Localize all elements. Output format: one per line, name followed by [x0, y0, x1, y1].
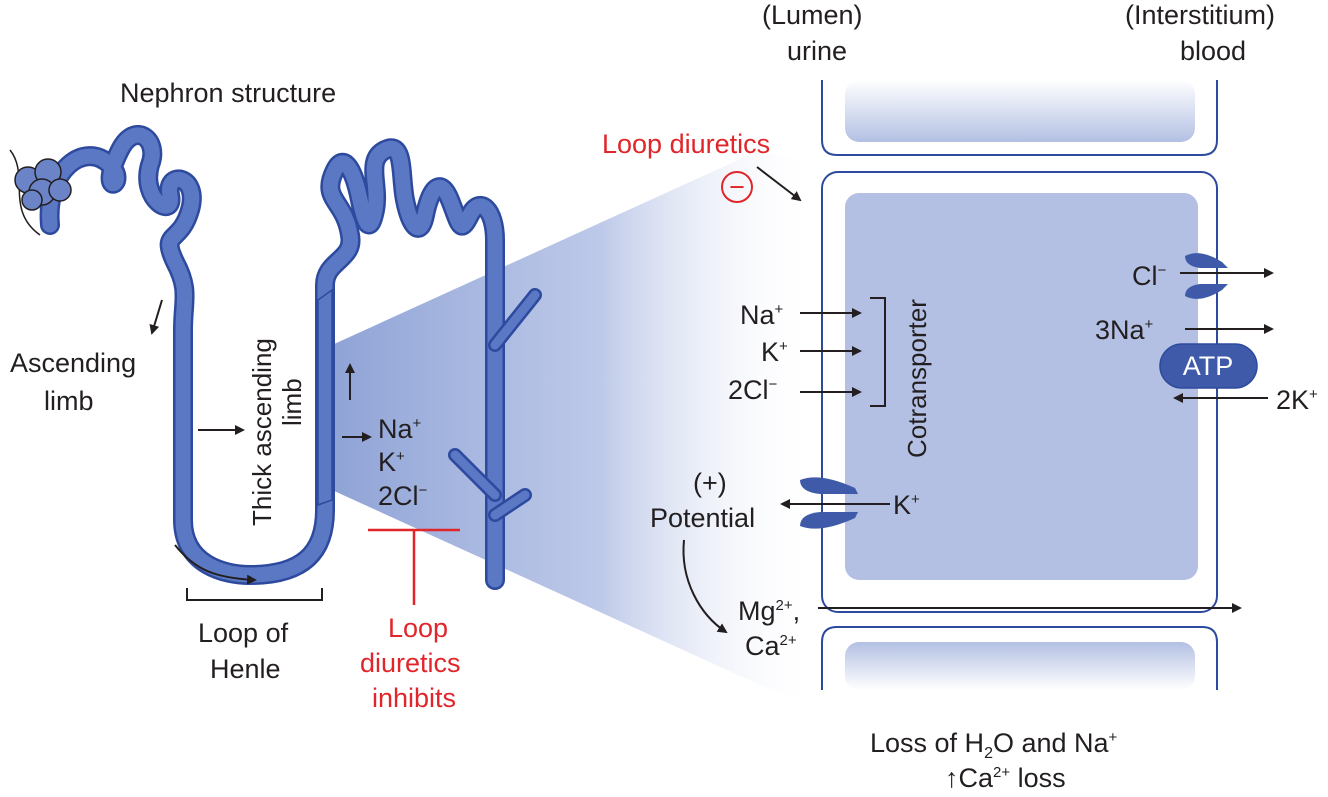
- na-pump-label: 3Na+: [1095, 315, 1154, 345]
- loop-of-henle-label-2: Henle: [210, 654, 281, 684]
- k-channel-label: K+: [893, 490, 920, 520]
- nephron-ion-k: K+: [378, 447, 405, 477]
- nephron-tubule-fill: [42, 127, 503, 588]
- svg-text:Thick ascending: Thick ascending: [247, 338, 277, 526]
- lumen-label-2: urine: [787, 36, 847, 66]
- k-channel-icon: [800, 477, 858, 529]
- lower-neighbor-cell: [821, 626, 1218, 690]
- upper-neighbor-cell: [821, 80, 1218, 156]
- potential-sign: (+): [693, 468, 727, 498]
- minus-sign: −: [729, 172, 745, 202]
- minus-circle-icon: [721, 171, 753, 203]
- loop-flow-arrow: [174, 544, 257, 585]
- inhibit-symbol: [368, 528, 460, 605]
- interstitium-label-2: blood: [1180, 36, 1246, 66]
- cotransport-cl: 2Cl−: [728, 375, 778, 405]
- ca-label: Ca2+: [745, 631, 797, 661]
- cotransport-k: K+: [761, 337, 788, 367]
- footer-line-2: ↑Ca2+ loss: [945, 763, 1066, 793]
- cotransporter-bracket: [870, 297, 886, 407]
- nephron-ion-na: Na+: [378, 414, 422, 444]
- cotransporter-label: Cotransporter: [902, 299, 932, 458]
- loop-bracket: [186, 588, 323, 601]
- mg-label: Mg2+,: [738, 596, 800, 626]
- inhibit-label-3: inhibits: [372, 683, 456, 713]
- nephron-ion-cl: 2Cl−: [378, 481, 428, 511]
- cl-channel-label: Cl−: [1132, 261, 1167, 291]
- ascending-limb-arrow: [149, 299, 163, 335]
- interstitium-label-1: (Interstitium): [1125, 0, 1275, 30]
- inhibit-label-2: diuretics: [360, 648, 461, 678]
- ascending-limb-label-2: limb: [44, 386, 94, 416]
- inhibit-label-1: Loop: [388, 613, 448, 643]
- thick-ascending-limb-label: Thick ascending limb: [247, 338, 307, 526]
- nephron: [9, 125, 542, 590]
- lumen-label-1: (Lumen): [762, 0, 863, 30]
- loop-diuretics-label: Loop diuretics: [602, 129, 770, 159]
- diuretic-target-arrow: [756, 166, 802, 202]
- cotransport-na: Na+: [740, 300, 784, 330]
- potential-drive-arrow: [682, 539, 728, 634]
- glomerulus: [9, 149, 72, 236]
- atp-pump: [1159, 343, 1258, 389]
- svg-text:limb: limb: [277, 378, 307, 426]
- atp-label: ATP: [1183, 351, 1234, 381]
- cl-channel-icon: [1185, 253, 1228, 299]
- k-pump-label: 2K+: [1276, 385, 1318, 415]
- ascending-limb-label-1: Ascending: [10, 348, 136, 378]
- loop-of-henle-label-1: Loop of: [198, 618, 289, 648]
- zoom-funnel: [332, 150, 820, 705]
- potential-label: Potential: [650, 503, 755, 533]
- footer-line-1: Loss of H2O and Na+: [870, 728, 1118, 762]
- thick-ascending-segment: [317, 288, 333, 507]
- nephron-title: Nephron structure: [120, 78, 336, 108]
- tubular-cell: [821, 171, 1218, 613]
